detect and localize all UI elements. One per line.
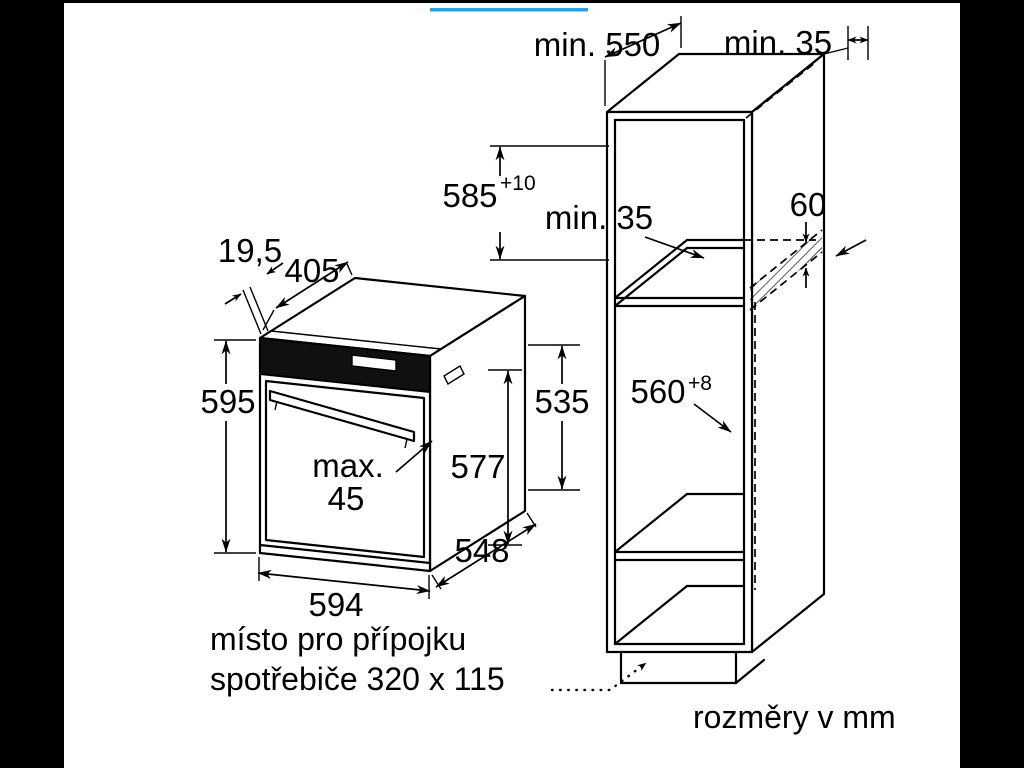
vent-cutout-hatch [750,230,822,310]
dim-oven-lip: 19,5 [218,232,284,335]
oven-door-outline [264,379,426,559]
dim-label-oven-top-depth: 405 [284,252,339,289]
connection-note-line2: spotřebiče 320 x 115 [210,661,505,697]
dim-oven-depth: 548 [431,512,537,590]
oven-base-trim [258,543,432,565]
oven-side-grip [443,364,465,386]
dim-label-rear-wall-gap: min. 35 [724,24,832,61]
dim-vent-width: 60 [790,186,827,288]
connection-note-line1: místo pro přípojku [210,621,466,657]
dim-handle-clearance: max. 45 [312,440,433,517]
dim-label-oven-lip: 19,5 [218,232,282,269]
dim-label-niche-depth: 560 [630,373,685,410]
dim-label-vent-clearance: min. 35 [545,199,653,236]
dim-cabinet-depth: min. 550 [534,16,682,106]
top-blue-line [430,8,588,12]
dim-label-niche-depth-tol: +8 [688,372,712,395]
dim-oven-top-depth: 405 [262,252,353,331]
dim-rear-wall-gap: min. 35 [724,24,869,61]
cabinet-right-face [750,52,826,654]
dim-oven-width: 594 [257,557,431,623]
dim-label-handle-max: max. [312,447,384,484]
dim-label-niche-height: 585 [442,177,497,214]
oven-top-seam [270,330,442,350]
dim-niche-depth: 560 +8 [630,372,732,433]
dim-label-vent-width: 60 [790,186,827,223]
units-note: rozměry v mm [693,699,896,735]
connection-space-note: místo pro přípojku spotřebiče 320 x 115 [210,621,648,697]
cabinet-shelves [613,296,746,562]
connection-leader-dots [550,661,648,692]
oven-drawing [258,276,527,573]
dim-label-oven-door-height: 577 [450,448,505,485]
dim-label-oven-height: 595 [200,383,255,420]
dim-label-handle-45: 45 [328,480,365,517]
dim-label-niche-height-tol: +10 [500,172,536,195]
rear-panel-pointer [835,239,867,257]
oven-door-handle [268,389,416,449]
dim-oven-height: 595 [200,339,256,554]
dim-vent-clearance: min. 35 [545,199,705,259]
oven-control-panel [259,336,431,394]
dim-label-oven-width: 594 [308,586,363,623]
dim-niche-height: 585 +10 [442,145,609,261]
dim-oven-rear-height: 535 [528,344,590,491]
oven-display [351,354,397,372]
cabinet-plinth [619,650,766,685]
top-edge-strip [64,0,960,3]
dim-label-oven-rear-height: 535 [534,383,589,420]
cabinet-interior-lines [613,238,746,646]
dim-label-cabinet-depth: min. 550 [534,26,661,63]
cabinet-drawing [605,52,826,685]
cabinet-inner-frame [613,118,746,646]
dim-label-oven-depth: 548 [454,532,509,569]
